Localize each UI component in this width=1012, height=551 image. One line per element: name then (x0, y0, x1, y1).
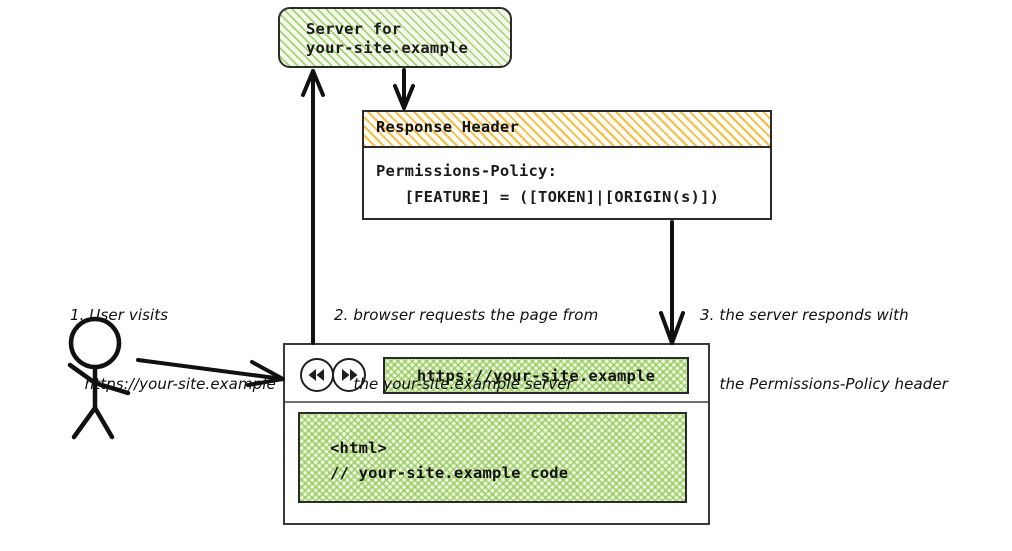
url-address-bar[interactable]: https://your-site.example (383, 357, 689, 394)
annotation-step-1-line-1: 1. User visits (70, 306, 169, 324)
fast-forward-icon[interactable] (332, 358, 366, 392)
arrow-server-to-response-header (393, 68, 415, 110)
page-code-line-2: // your-site.example code (330, 464, 569, 482)
url-text: https://your-site.example (416, 366, 656, 385)
browser-window: https://your-site.example <html> // your… (283, 343, 710, 525)
arrow-browser-to-server (301, 69, 325, 345)
server-node: Server for your-site.example (278, 7, 512, 68)
diagram-canvas: Server for your-site.example Response He… (67, 7, 948, 525)
annotation-step-3-line-1: 3. the server responds with (700, 306, 909, 324)
page-code-line-1: <html> (330, 439, 388, 457)
page-content-box: <html> // your-site.example code (298, 412, 687, 503)
annotation-step-3: 3. the server responds with the Permissi… (700, 258, 948, 442)
response-header-title-bar: Response Header (364, 112, 770, 148)
annotation-step-1-line-2: https://your-site.example (70, 375, 276, 393)
arrow-response-header-to-browser (659, 220, 685, 345)
response-header-card: Response Header Permissions-Policy: [FEA… (362, 110, 772, 220)
annotation-step-3-line-2: the Permissions-Policy header (700, 375, 948, 393)
annotation-step-2: 2. browser requests the page from the yo… (334, 258, 598, 442)
server-label-line-2: your-site.example (306, 39, 469, 57)
annotation-step-1: 1. User visits https://your-site.example (70, 258, 276, 442)
annotation-step-2-line-2: the your-site.example server (334, 375, 573, 393)
permissions-policy-line-1: Permissions-Policy: (376, 162, 558, 180)
response-header-body: Permissions-Policy: [FEATURE] = ([TOKEN]… (364, 146, 770, 218)
server-label-line-1: Server for (306, 20, 402, 38)
annotation-step-2-line-1: 2. browser requests the page from (334, 306, 599, 324)
permissions-policy-line-2: [FEATURE] = ([TOKEN]|[ORIGIN(s)]) (376, 188, 720, 206)
rewind-icon[interactable] (300, 358, 334, 392)
browser-viewport: <html> // your-site.example code (285, 403, 732, 551)
response-header-title: Response Header (376, 118, 519, 136)
browser-toolbar: https://your-site.example (285, 345, 708, 403)
